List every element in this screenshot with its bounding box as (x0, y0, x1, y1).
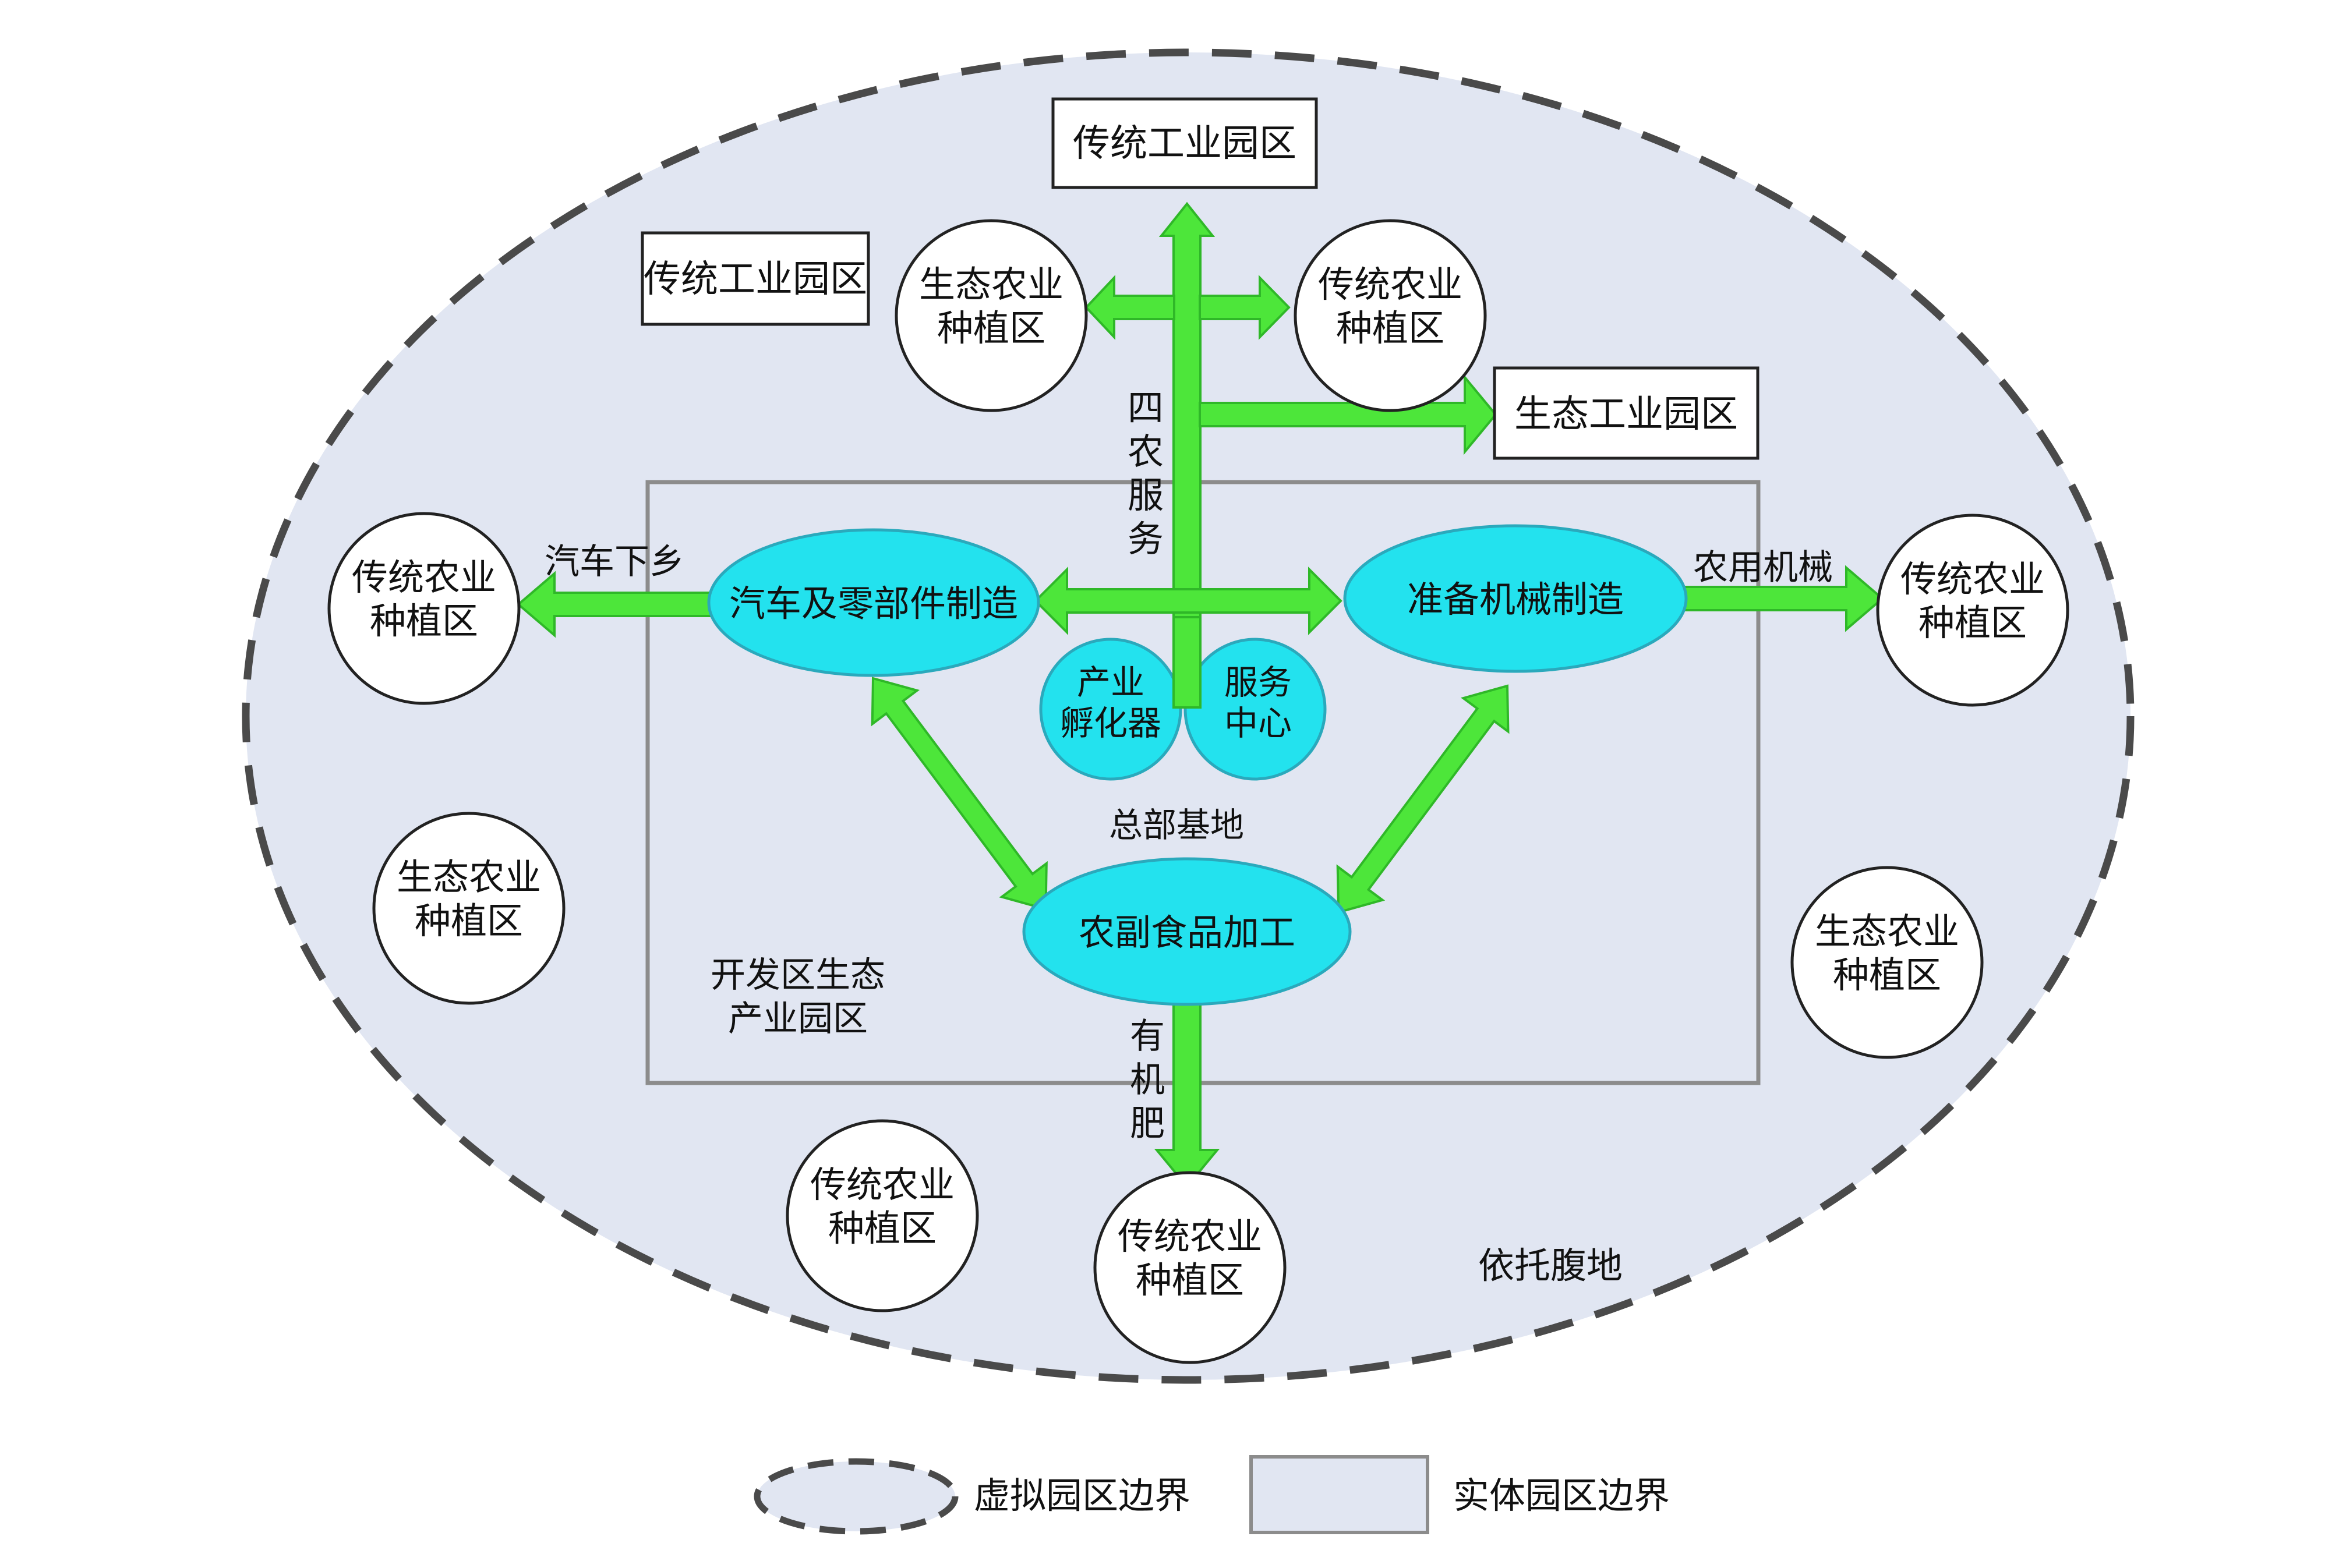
hub-service-center-line2: 中心 (1224, 703, 1292, 743)
zone-eco-agri-top-line1: 生态农业 (919, 263, 1063, 306)
zone-trad-agri-bottom-left: 传统农业 种植区 (786, 1119, 979, 1312)
box-ecological-industry: 生态工业园区 (1493, 366, 1759, 460)
hub-auto-parts-label: 汽车及零部件制造 (729, 582, 1018, 625)
zone-trad-agri-left-line1: 传统农业 (352, 556, 496, 599)
label-four-agri-services-char-3: 服 (1128, 474, 1164, 516)
zone-trad-agri-bottom-line1: 传统农业 (1118, 1215, 1262, 1258)
label-four-agri-services-char-4: 务 (1128, 518, 1164, 560)
zone-eco-agri-top: 生态农业 种植区 (895, 219, 1088, 412)
label-organic-fertilizer-char-1: 有 (1130, 1016, 1165, 1057)
hub-service-center-line1: 服务 (1224, 663, 1292, 702)
arrows (516, 201, 1885, 1189)
hub-auto-parts: 汽车及零部件制造 (707, 528, 1040, 677)
arrow-auto-machinery-link (1034, 567, 1342, 635)
label-four-agri-services-char-2: 农 (1128, 430, 1164, 473)
box-traditional-industry-top: 传统工业园区 (1051, 97, 1318, 189)
box-traditional-industry-left-label: 传统工业园区 (644, 258, 867, 301)
label-dev-zone-park-line1: 开发区生态 (711, 955, 885, 996)
label-hinterland: 依托腹地 (1478, 1244, 1623, 1287)
legend-virtual-boundary-swatch (754, 1458, 959, 1535)
zone-trad-agri-right-line1: 传统农业 (1900, 558, 2045, 600)
label-dev-zone-park-line2: 产业园区 (728, 999, 868, 1039)
arrow-to-eco-agri-top (1084, 274, 1175, 341)
label-organic-fertilizer-char-2: 机 (1130, 1060, 1165, 1100)
zone-trad-agri-top-right-line2: 种植区 (1336, 307, 1444, 349)
zone-eco-agri-right: 生态农业 种植区 (1790, 866, 1984, 1059)
label-cars-to-countryside: 汽车下乡 (545, 541, 684, 582)
zone-trad-agri-left: 传统农业 种植区 (327, 512, 521, 705)
arrow-agri-machinery (1679, 565, 1885, 632)
zone-eco-agri-left-line2: 种植区 (415, 900, 523, 942)
label-headquarters-base: 总部基地 (1109, 805, 1244, 845)
label-agri-machinery: 农用机械 (1693, 547, 1833, 588)
legend-physical-boundary-label: 实体园区边界 (1453, 1474, 1670, 1517)
hub-food-processing-label: 农副食品加工 (1079, 911, 1295, 954)
arrow-to-eco-industry (1199, 374, 1497, 455)
zone-eco-agri-right-line2: 种植区 (1833, 954, 1941, 996)
zone-eco-agri-left-line1: 生态农业 (397, 856, 541, 898)
zone-trad-agri-bottom-left-line2: 种植区 (828, 1207, 937, 1250)
zone-trad-agri-bottom-left-line1: 传统农业 (810, 1163, 955, 1206)
legend-virtual-boundary-label: 虚拟园区边界 (974, 1474, 1190, 1517)
hub-incubator-line2: 孵化器 (1060, 703, 1161, 743)
label-four-agri-services-char-1: 四 (1128, 387, 1164, 429)
hub-food-processing: 农副食品加工 (1022, 857, 1352, 1006)
label-four-agri-services: 四 农 服 务 (1128, 387, 1164, 560)
hub-incubator-line1: 产业 (1077, 663, 1144, 702)
zone-trad-agri-top-right: 传统农业 种植区 (1294, 219, 1487, 412)
zone-trad-agri-bottom: 传统农业 种植区 (1093, 1171, 1287, 1364)
arrow-cars-to-countryside (516, 571, 719, 638)
box-traditional-industry-left: 传统工业园区 (641, 231, 870, 326)
zone-trad-agri-left-line2: 种植区 (370, 600, 478, 642)
service-trunk-overlay (1172, 616, 1202, 709)
zone-trad-agri-top-right-line1: 传统农业 (1318, 263, 1462, 306)
label-organic-fertilizer: 有 机 肥 (1130, 1016, 1165, 1144)
label-dev-zone-park: 开发区生态 产业园区 (711, 955, 885, 1039)
hub-service-center: 服务 中心 (1183, 638, 1327, 781)
zone-eco-agri-right-line1: 生态农业 (1815, 910, 1959, 953)
hub-machinery: 准备机械制造 (1343, 524, 1688, 673)
box-ecological-industry-label: 生态工业园区 (1514, 393, 1738, 436)
hub-incubator: 产业 孵化器 (1039, 638, 1182, 781)
arrow-to-trad-agri-top-right (1199, 275, 1291, 340)
physical-park-boundary (645, 480, 1761, 1085)
hub-machinery-label: 准备机械制造 (1407, 578, 1624, 621)
legend: 虚拟园区边界 实体园区边界 (754, 1455, 1670, 1535)
box-traditional-industry-top-label: 传统工业园区 (1073, 122, 1296, 165)
label-organic-fertilizer-char-3: 肥 (1130, 1103, 1165, 1144)
zone-eco-agri-left: 生态农业 种植区 (372, 812, 566, 1005)
legend-physical-boundary-swatch (1249, 1455, 1429, 1534)
zone-eco-agri-top-line2: 种植区 (937, 307, 1045, 349)
zone-trad-agri-bottom-line2: 种植区 (1136, 1259, 1244, 1301)
arrow-organic-fertilizer (1154, 1000, 1220, 1189)
zone-trad-agri-right-line2: 种植区 (1918, 601, 2027, 644)
zone-trad-agri-right: 传统农业 种植区 (1876, 514, 2069, 707)
